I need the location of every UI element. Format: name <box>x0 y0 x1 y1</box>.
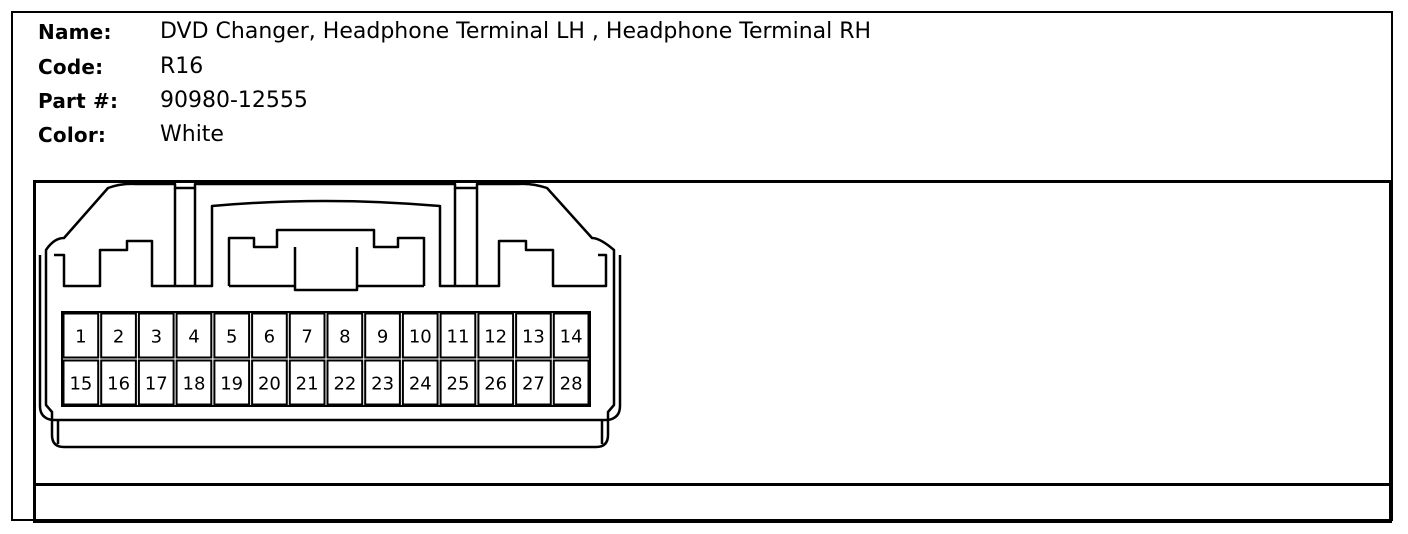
pin-cell <box>439 359 477 406</box>
code-label: Code: <box>38 55 104 79</box>
pin-cell <box>288 312 326 359</box>
pin-number: 13 <box>522 327 545 348</box>
pin-number: 5 <box>226 327 237 348</box>
pin-number: 14 <box>560 327 583 348</box>
pin-number: 8 <box>339 327 350 348</box>
pin-number: 2 <box>113 327 124 348</box>
name-label: Name: <box>38 20 112 44</box>
right-ledge <box>477 239 608 288</box>
pin-number: 7 <box>301 327 312 348</box>
pin-number: 9 <box>377 327 388 348</box>
pin-cell <box>552 359 590 406</box>
pin-cell <box>213 359 251 406</box>
pin-cell <box>175 359 213 406</box>
pin-number: 3 <box>151 327 162 348</box>
housing-lip <box>56 421 604 444</box>
pin-number: 20 <box>258 374 281 395</box>
housing-inner <box>38 255 622 422</box>
pin-number: 24 <box>409 374 432 395</box>
pin-number: 11 <box>447 327 470 348</box>
connector-diagram-box <box>33 180 1392 523</box>
pin-number: 21 <box>296 374 319 395</box>
pin-cell <box>326 312 364 359</box>
pin-cell <box>401 312 439 359</box>
housing-outline <box>44 182 616 449</box>
center-lock <box>195 199 455 288</box>
pin-grid <box>61 311 591 407</box>
left-latch <box>173 188 197 288</box>
pin-cell <box>288 359 326 406</box>
pin-number: 10 <box>409 327 432 348</box>
pin-number: 23 <box>371 374 394 395</box>
right-latch <box>453 188 479 288</box>
pin-number: 1 <box>75 327 86 348</box>
pin-number: 15 <box>69 374 92 395</box>
left-ledge <box>54 239 175 288</box>
pin-number: 17 <box>145 374 168 395</box>
pin-number: 6 <box>264 327 275 348</box>
pin-cell <box>515 312 552 359</box>
pin-number: 19 <box>220 374 243 395</box>
pin-cell <box>477 359 515 406</box>
pin-cell <box>137 312 175 359</box>
pin-number: 16 <box>107 374 130 395</box>
pin-cell <box>175 312 213 359</box>
pin-number: 26 <box>484 374 507 395</box>
pin-number: 28 <box>560 374 583 395</box>
footer-divider <box>33 483 1392 486</box>
pin-cell <box>364 359 401 406</box>
pin-grid-frame <box>61 311 591 407</box>
pin-cell <box>439 312 477 359</box>
part-value: 90980-12555 <box>160 88 308 113</box>
part-label: Part #: <box>38 89 119 113</box>
pin-cell <box>552 312 590 359</box>
name-value: DVD Changer, Headphone Terminal LH , Hea… <box>160 19 872 44</box>
pin-cell <box>326 359 364 406</box>
pin-number: 25 <box>447 374 470 395</box>
pin-cell <box>62 359 100 406</box>
pin-cell <box>515 359 552 406</box>
pin-cell <box>251 359 288 406</box>
code-value: R16 <box>160 54 204 79</box>
pin-number: 27 <box>522 374 545 395</box>
pin-cell <box>477 312 515 359</box>
pin-number: 12 <box>484 327 507 348</box>
pin-cell <box>213 312 251 359</box>
pin-number: 4 <box>188 327 199 348</box>
pin-cell <box>251 312 288 359</box>
pin-cell <box>401 359 439 406</box>
pin-number: 18 <box>183 374 206 395</box>
pin-cell <box>62 312 100 359</box>
pin-cell <box>364 312 401 359</box>
pin-cell <box>137 359 175 406</box>
color-label: Color: <box>38 123 107 147</box>
pin-cell <box>100 312 137 359</box>
color-value: White <box>160 122 224 147</box>
pin-number: 22 <box>333 374 356 395</box>
pin-cell <box>100 359 137 406</box>
